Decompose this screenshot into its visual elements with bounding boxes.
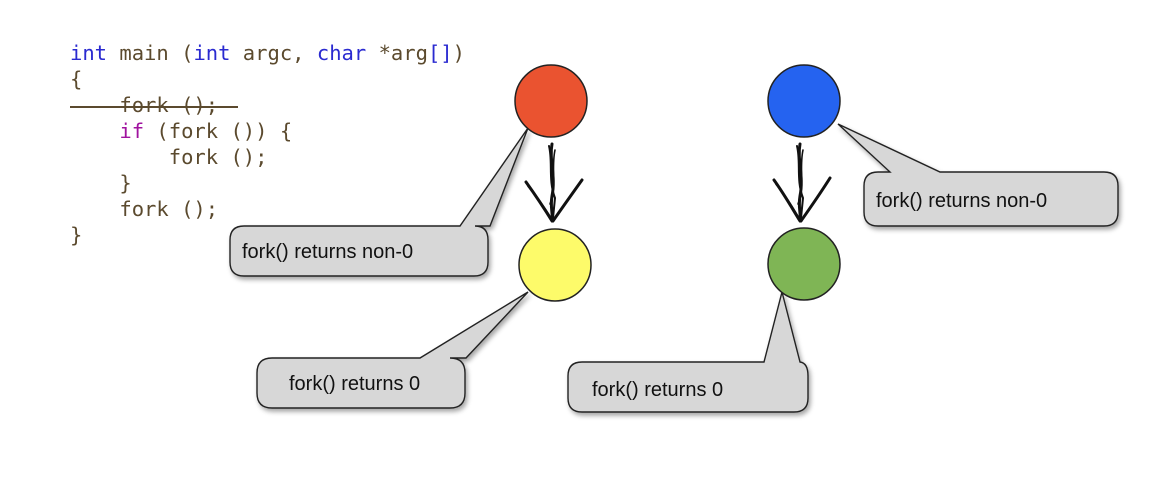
code-line: if (fork ()) { [70,118,465,145]
code-line: fork (); [70,196,465,222]
callout-yellow-text: fork() returns 0 [289,373,420,395]
red-process-node [514,64,588,138]
code-token: } [70,223,83,247]
callout-red-text: fork() returns non-0 [242,241,413,263]
arrow-red-to-yellow [524,142,584,223]
code-token: [] [427,41,453,65]
code-token: fork (); [70,197,219,221]
callout-blue: fork() returns non-0 [837,123,1119,227]
code-line: { [70,66,465,92]
code-line: } [70,170,465,196]
callout-blue-text: fork() returns non-0 [876,190,1047,212]
code-token: fork (); [70,93,219,117]
arrow-blue-to-green [772,142,832,223]
code-token: if [119,119,145,143]
code-token: { [70,67,83,91]
callout-yellow: fork() returns 0 [256,291,529,409]
callout-green-text: fork() returns 0 [592,379,723,401]
code-line: fork (); [70,92,465,118]
blue-process-node [767,64,841,138]
green-process-node [767,227,841,301]
callout-red: fork() returns non-0 [229,127,529,277]
code-token: *arg [366,41,428,65]
code-token: argc, [230,41,317,65]
code-token: ) [452,41,465,65]
code-line: fork (); [70,144,465,170]
code-block: int main (int argc, char *arg[]){ fork (… [70,40,465,248]
code-token: fork (); [70,145,268,169]
callout-green: fork() returns 0 [567,291,809,413]
code-token: int [70,41,108,65]
yellow-process-node [518,228,592,302]
code-line: int main (int argc, char *arg[]) [70,40,465,66]
code-token: } [70,171,132,195]
code-token: (fork ()) { [144,119,293,143]
code-token: char [316,41,367,65]
code-line: } [70,222,465,248]
code-token: main ( [107,41,194,65]
strikethrough-line [70,106,238,108]
code-token: int [193,41,231,65]
